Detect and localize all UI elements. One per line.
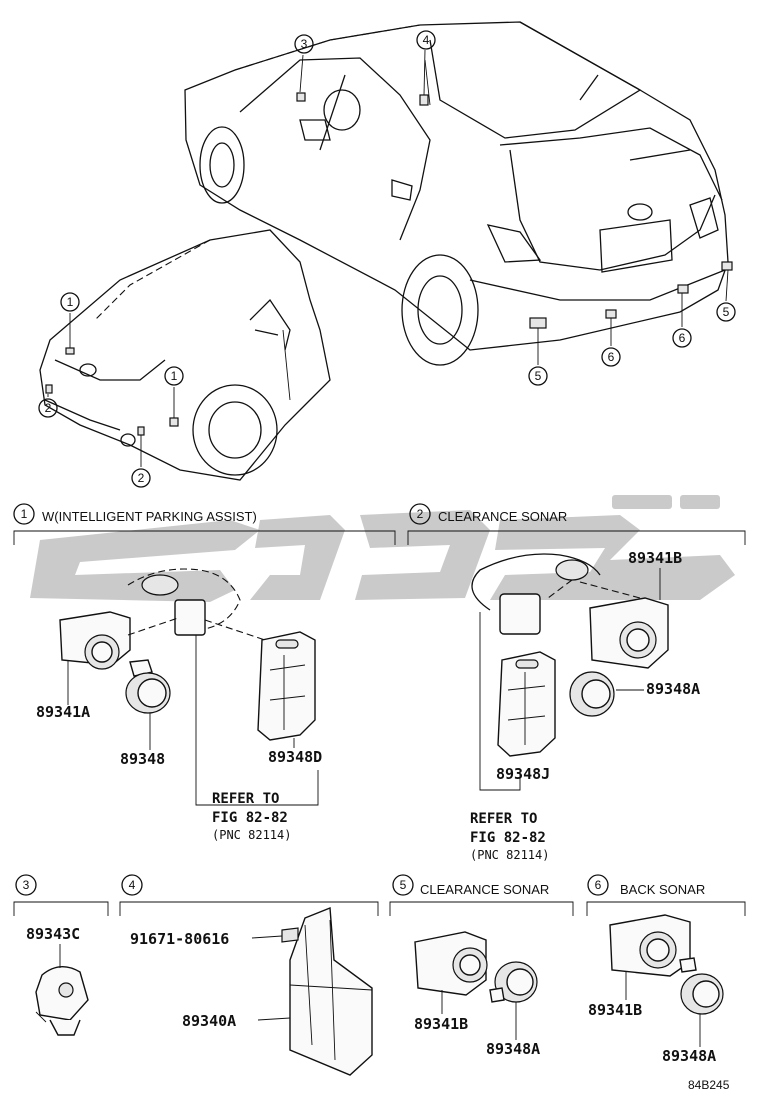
bolt-91671-80616-icon <box>281 927 299 943</box>
part-89343c-label: 89343C <box>26 925 80 943</box>
ref-2-line1: REFER TO <box>470 811 537 827</box>
part-89341b-label: 89341B <box>628 549 682 567</box>
callout-4: 4 <box>416 30 436 96</box>
part-89348a-label: 89348A <box>646 680 700 698</box>
watermark-logo <box>30 495 735 602</box>
part-89348j-label: 89348J <box>496 765 550 783</box>
section-3: 3 89343C <box>13 874 109 1036</box>
section-4: 4 91671-80616 89340A <box>119 874 379 1076</box>
section-1-title: W(INTELLIGENT PARKING ASSIST) <box>42 509 257 524</box>
ref-1-line2: FIG 82-82 <box>212 810 288 826</box>
callout-2-a: 2 <box>38 394 58 418</box>
part-89348-label: 89348 <box>120 750 165 768</box>
holder-89348d-icon <box>257 631 316 741</box>
callout-1-a: 1 <box>60 292 80 348</box>
section-6-number: 6 <box>595 878 602 892</box>
section-2: 2 CLEARANCE SONAR 89341B 89348A 89348J R… <box>407 503 746 862</box>
section-1-number: 1 <box>21 507 28 521</box>
callout-5-b: 5 <box>716 269 736 322</box>
part-89341b-s5-label: 89341B <box>414 1015 468 1033</box>
section-2-number: 2 <box>417 507 424 521</box>
callout-2-b-label: 2 <box>138 471 145 485</box>
bezel-89348-ring-icon <box>141 574 179 596</box>
callout-2-a-label: 2 <box>45 401 52 415</box>
ecu-89340a-icon <box>289 906 373 1076</box>
callout-1-b: 1 <box>164 366 184 418</box>
section-6-title: BACK SONAR <box>620 882 705 897</box>
section-5: 5 CLEARANCE SONAR 89341B 89348A <box>389 874 574 1058</box>
callout-2-b: 2 <box>131 435 151 488</box>
part-89341a-label: 89341A <box>36 703 90 721</box>
callout-5-b-label: 5 <box>723 305 730 319</box>
section-4-number: 4 <box>129 878 136 892</box>
front-vehicle-view <box>39 229 331 481</box>
section-2-title: CLEARANCE SONAR <box>438 509 567 524</box>
callout-6-b-label: 6 <box>679 331 686 345</box>
callout-6-b: 6 <box>672 293 692 348</box>
part-89341b-s6-label: 89341B <box>588 1001 642 1019</box>
retainer-clip-icon <box>174 599 206 636</box>
ref-1-line1: REFER TO <box>212 791 279 807</box>
part-89340a-label: 89340A <box>182 1012 236 1030</box>
callout-6-a: 6 <box>601 318 621 367</box>
callout-4-label: 4 <box>423 33 430 47</box>
section-5-title: CLEARANCE SONAR <box>420 882 549 897</box>
callout-5-a: 5 <box>528 328 548 386</box>
callout-6-a-label: 6 <box>608 350 615 364</box>
callout-5-a-label: 5 <box>535 369 542 383</box>
part-89348d-label: 89348D <box>268 748 322 766</box>
section-6: 6 BACK SONAR 89341B 89348A <box>586 874 746 1065</box>
callout-3: 3 <box>294 34 314 93</box>
section-5-number: 5 <box>400 878 407 892</box>
section-1: 1 W(INTELLIGENT PARKING ASSIST) 89341A 8… <box>13 503 396 842</box>
ref-2-line3: (PNC 82114) <box>470 848 549 862</box>
bezel-89348a-ring-icon <box>555 559 589 581</box>
ref-1-line3: (PNC 82114) <box>212 828 291 842</box>
retainer-89348j-icon <box>499 593 541 635</box>
part-89348a-s6-label: 89348A <box>662 1047 716 1065</box>
section-3-number: 3 <box>23 878 30 892</box>
figure-code: 84B245 <box>688 1078 730 1092</box>
callout-1-b-label: 1 <box>171 369 178 383</box>
callout-1-a-label: 1 <box>67 295 74 309</box>
rear-vehicle-view <box>184 21 733 366</box>
part-89348a-s5-label: 89348A <box>486 1040 540 1058</box>
ref-2-line2: FIG 82-82 <box>470 830 546 846</box>
part-91671-80616-label: 91671-80616 <box>130 930 229 948</box>
holder-89348j-icon <box>497 651 556 757</box>
callout-3-label: 3 <box>301 37 308 51</box>
